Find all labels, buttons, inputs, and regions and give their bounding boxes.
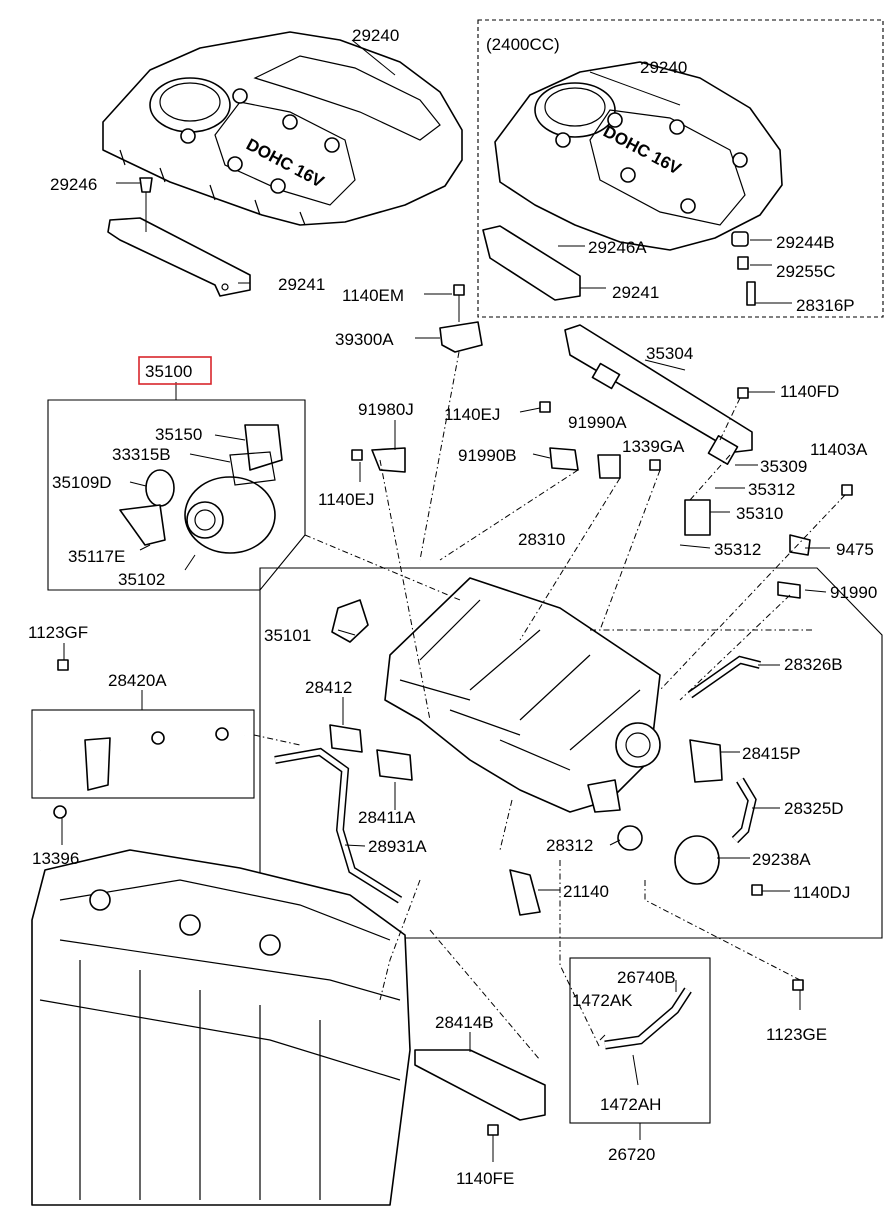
variant-label: (2400CC) bbox=[486, 35, 560, 54]
engine-cover-left: DOHC 16V bbox=[102, 31, 463, 226]
label-28931A: 28931A bbox=[368, 837, 427, 856]
label-29255C: 29255C bbox=[776, 262, 836, 281]
label-26720: 26720 bbox=[608, 1145, 655, 1164]
label-11403A: 11403A bbox=[810, 440, 868, 459]
label-35109D: 35109D bbox=[52, 473, 112, 492]
hose-28326B bbox=[688, 657, 761, 698]
label-1140EM: 1140EM bbox=[342, 286, 404, 305]
label-91990B: 91990B bbox=[458, 446, 517, 465]
sensor-28312 bbox=[617, 825, 643, 851]
label-29241-a: 29241 bbox=[278, 275, 325, 294]
gasket-35101 bbox=[331, 599, 369, 643]
label-29240-a: 29240 bbox=[352, 26, 399, 45]
hose-28931A bbox=[274, 749, 402, 903]
pcv-box bbox=[31, 709, 255, 799]
pcv-hose bbox=[39, 726, 246, 791]
hose-28325D bbox=[732, 778, 756, 843]
label-29246: 29246 bbox=[50, 175, 97, 194]
label-28411A: 28411A bbox=[358, 808, 416, 827]
label-91980J: 91980J bbox=[358, 400, 414, 419]
engine-cover-right: DOHC 16V bbox=[482, 61, 783, 306]
label-28414B: 28414B bbox=[435, 1013, 494, 1032]
gasket-28412 bbox=[329, 724, 363, 753]
label-35100: 35100 bbox=[145, 362, 192, 381]
label-91990A: 91990A bbox=[568, 413, 627, 432]
label-28325D: 28325D bbox=[784, 799, 844, 818]
label-35304: 35304 bbox=[646, 344, 693, 363]
label-35150: 35150 bbox=[155, 425, 202, 444]
label-91990: 91990 bbox=[830, 583, 877, 602]
label-29238A: 29238A bbox=[752, 850, 811, 869]
label-35309: 35309 bbox=[760, 457, 807, 476]
label-1140EJ-b: 1140EJ bbox=[318, 490, 374, 509]
gasket-28411A bbox=[376, 749, 413, 781]
label-35312-a: 35312 bbox=[748, 480, 795, 499]
cylinder-head bbox=[31, 849, 411, 1206]
label-28316P: 28316P bbox=[796, 296, 855, 315]
label-35102: 35102 bbox=[118, 570, 165, 589]
label-29240-b: 29240 bbox=[640, 58, 687, 77]
label-26740B: 26740B bbox=[617, 968, 676, 987]
label-1140DJ: 1140DJ bbox=[793, 883, 850, 902]
map-sensor bbox=[439, 321, 483, 353]
label-33315B: 33315B bbox=[112, 445, 171, 464]
label-1140EJ-a: 1140EJ bbox=[444, 405, 500, 424]
label-28326B: 28326B bbox=[784, 655, 843, 674]
label-28415P: 28415P bbox=[742, 744, 801, 763]
hose-26740B bbox=[604, 988, 691, 1048]
bolts bbox=[53, 284, 853, 1136]
throttle-body bbox=[119, 424, 283, 554]
label-21140: 21140 bbox=[563, 882, 609, 901]
part-labels: (2400CC) 29240 29240 29246 29246A 29241 … bbox=[28, 26, 877, 1188]
label-29244B: 29244B bbox=[776, 233, 835, 252]
reference-lines bbox=[253, 351, 846, 1061]
fuel-rail bbox=[564, 324, 753, 536]
throttle-body-box bbox=[47, 399, 306, 591]
label-35117E: 35117E bbox=[68, 547, 125, 566]
label-1140FE: 1140FE bbox=[456, 1169, 514, 1188]
label-35101: 35101 bbox=[264, 626, 311, 645]
variant-box bbox=[477, 19, 884, 318]
leader-lines bbox=[61, 39, 830, 1162]
label-13396: 13396 bbox=[32, 849, 79, 868]
label-1123GE: 1123GE bbox=[766, 1025, 827, 1044]
actuator-29238A bbox=[674, 835, 720, 885]
label-39300A: 39300A bbox=[335, 330, 394, 349]
bracket-29241-left bbox=[107, 177, 251, 297]
label-1472AH: 1472AH bbox=[600, 1095, 661, 1114]
label-1123GF: 1123GF bbox=[28, 623, 88, 642]
label-35310: 35310 bbox=[736, 504, 783, 523]
label-35312-b: 35312 bbox=[714, 540, 761, 559]
label-29241-b: 29241 bbox=[612, 283, 659, 302]
highlight-35100 bbox=[138, 356, 212, 385]
label-28310: 28310 bbox=[518, 530, 565, 549]
valve-28415P bbox=[689, 739, 723, 783]
label-1140FD: 1140FD bbox=[780, 382, 839, 401]
bracket-28414B bbox=[414, 1049, 546, 1121]
label-28420A: 28420A bbox=[108, 671, 167, 690]
label-9475: 9475 bbox=[836, 540, 874, 559]
intake-manifold bbox=[384, 577, 661, 813]
label-29246A: 29246A bbox=[588, 238, 647, 257]
label-1339GA: 1339GA bbox=[622, 437, 685, 456]
label-28312: 28312 bbox=[546, 836, 593, 855]
label-28412: 28412 bbox=[305, 678, 352, 697]
plug-21140 bbox=[509, 869, 541, 916]
label-1472AK: 1472AK bbox=[572, 991, 633, 1010]
